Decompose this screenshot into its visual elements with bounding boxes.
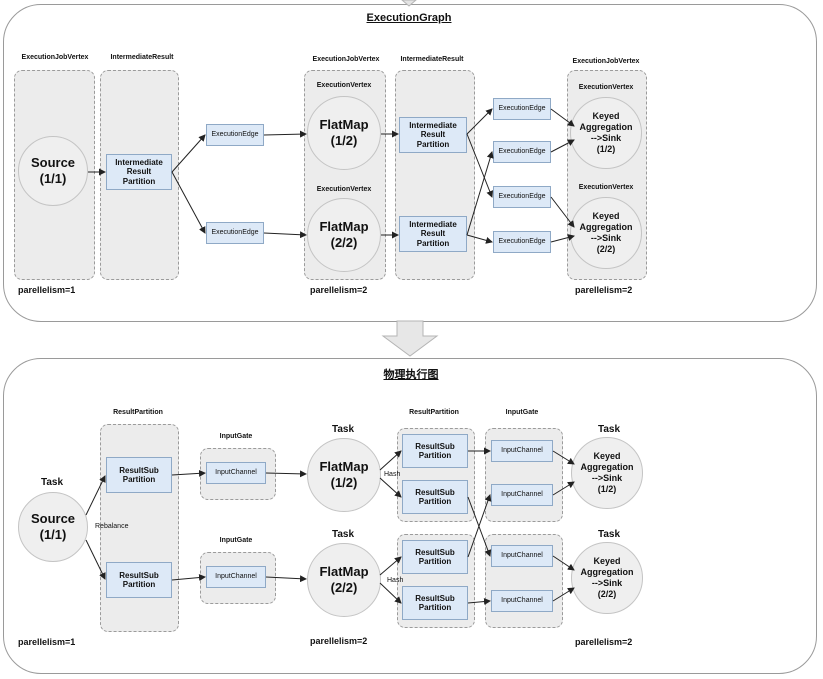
source-task-node: Source (1/1) (18, 492, 88, 562)
arrow-ic-agg2b-to-agg2 (552, 587, 575, 602)
execution-vertex-label-agg-2: ExecutionVertex (578, 184, 634, 191)
agg-node-2: Keyed Aggregation -->Sink (2/2) (570, 197, 642, 269)
task-label-source: Task (40, 477, 64, 488)
result-partition-label-2: ResultPartition (409, 409, 459, 416)
physical-plan-title: 物理执行图 (383, 369, 439, 381)
arrow-ic1-to-flatmap1 (265, 470, 307, 478)
flatmap-node-1: FlatMap (1/2) (307, 96, 381, 170)
arrow-ic2-to-flatmap2 (265, 575, 307, 583)
result-subpartition-source-2: ResultSub Partition (106, 562, 172, 598)
result-subpartition-source-1: ResultSub Partition (106, 457, 172, 493)
execution-graph-title: ExecutionGraph (366, 12, 452, 24)
arrow-source-to-rsp2 (85, 539, 106, 580)
intermediate-result-label-1: IntermediateResult (110, 54, 174, 61)
input-channel-agg2-b: InputChannel (491, 590, 553, 612)
arrow-edge3-to-agg1 (550, 108, 575, 127)
arrow-irp1-to-edge5 (466, 133, 494, 198)
arrow-ic-agg1a-to-agg1 (552, 450, 575, 465)
intermediate-result-partition-flatmap-2: Intermediate Result Partition (399, 216, 467, 252)
arrow-flatmap2-to-rsp-a (379, 556, 402, 576)
parallelism-source-bottom: parellelism=1 (18, 637, 76, 647)
arrow-rsp1-to-ic1 (171, 469, 206, 477)
hash-label-1: Hash (384, 471, 401, 478)
top-incoming-arrow (401, 0, 417, 7)
arrow-edge6-to-agg2 (550, 234, 575, 243)
execution-edge-1: ExecutionEdge (206, 124, 264, 146)
agg-task-node-1: Keyed Aggregation -->Sink (1/2) (571, 437, 643, 509)
input-gate-label-2: InputGate (219, 537, 253, 544)
parallelism-agg-top: parellelism=2 (575, 285, 633, 295)
arrow-flatmap1-to-rsp-b (379, 477, 402, 498)
job-vertex-label-2: ExecutionJobVertex (312, 56, 380, 63)
panel-transition-arrow (381, 320, 439, 357)
arrow-irp-to-edge2 (171, 171, 206, 234)
arrow-ic-agg2a-to-agg2 (552, 555, 575, 571)
parallelism-flatmap-top: parellelism=2 (310, 285, 368, 295)
execution-edge-3: ExecutionEdge (493, 98, 551, 120)
parallelism-source-top: parellelism=1 (18, 285, 76, 295)
intermediate-result-label-2: IntermediateResult (400, 56, 464, 63)
result-partition-label-1: ResultPartition (113, 409, 163, 416)
execution-edge-4: ExecutionEdge (493, 141, 551, 163)
arrow-edge4-to-agg1 (550, 139, 575, 153)
input-channel-agg1-b: InputChannel (491, 484, 553, 506)
parallelism-flatmap-bottom: parellelism=2 (310, 636, 368, 646)
flatmap-task-node-1: FlatMap (1/2) (307, 438, 381, 512)
rebalance-label: Rebalance (95, 523, 129, 530)
execution-edge-5: ExecutionEdge (493, 186, 551, 208)
execution-vertex-label-flatmap-2: ExecutionVertex (316, 186, 372, 193)
execution-edge-2: ExecutionEdge (206, 222, 264, 244)
job-vertex-label-3: ExecutionJobVertex (572, 58, 640, 65)
task-label-flatmap-1: Task (331, 424, 355, 435)
execution-edge-6: ExecutionEdge (493, 231, 551, 253)
parallelism-agg-bottom: parellelism=2 (575, 637, 633, 647)
agg-task-node-2: Keyed Aggregation -->Sink (2/2) (571, 542, 643, 614)
input-channel-agg2-a: InputChannel (491, 545, 553, 567)
arrow-ic-agg1b-to-agg1 (552, 481, 575, 496)
intermediate-result-partition-flatmap-1: Intermediate Result Partition (399, 117, 467, 153)
arrow-flatmap2-to-rsp-b (379, 582, 402, 604)
intermediate-result-partition-source: Intermediate Result Partition (106, 154, 172, 190)
result-subpartition-fm1-b: ResultSub Partition (402, 480, 468, 514)
source-node: Source (1/1) (18, 136, 88, 206)
input-channel-flatmap-2: InputChannel (206, 566, 266, 588)
arrow-source-to-rsp1 (85, 475, 106, 516)
task-label-agg-2: Task (597, 529, 621, 540)
execution-vertex-label-flatmap-1: ExecutionVertex (316, 82, 372, 89)
arrow-fm2b-to-ic-agg2b (467, 598, 491, 606)
flatmap-task-node-2: FlatMap (2/2) (307, 543, 381, 617)
arrow-irp-to-edge1 (171, 134, 206, 173)
agg-node-1: Keyed Aggregation -->Sink (1/2) (570, 97, 642, 169)
arrow-edge5-to-agg2 (550, 196, 575, 228)
input-gate-label-1: InputGate (219, 433, 253, 440)
result-subpartition-fm2-a: ResultSub Partition (402, 540, 468, 574)
input-channel-flatmap-1: InputChannel (206, 462, 266, 484)
execution-vertex-label-agg-1: ExecutionVertex (578, 84, 634, 91)
flatmap-node-2: FlatMap (2/2) (307, 198, 381, 272)
hash-label-2: Hash (387, 577, 404, 584)
result-subpartition-fm1-a: ResultSub Partition (402, 434, 468, 468)
arrow-rsp2-to-ic2 (171, 574, 206, 582)
arrow-edge1-to-flatmap1 (263, 130, 307, 138)
job-vertex-label-1: ExecutionJobVertex (21, 54, 89, 61)
input-gate-label-3: InputGate (505, 409, 539, 416)
arrow-edge2-to-flatmap2 (263, 231, 307, 239)
arrow-irp2-to-edge4 (466, 151, 494, 236)
task-label-flatmap-2: Task (331, 529, 355, 540)
task-label-agg-1: Task (597, 424, 621, 435)
input-channel-agg1-a: InputChannel (491, 440, 553, 462)
arrow-irp1-to-edge3 (466, 108, 493, 135)
arrow-fm2a-to-ic-agg1b (467, 494, 492, 558)
result-subpartition-fm2-b: ResultSub Partition (402, 586, 468, 620)
arrow-irp2-to-edge6 (466, 234, 493, 244)
arrow-flatmap1-to-rsp-a (379, 450, 402, 471)
